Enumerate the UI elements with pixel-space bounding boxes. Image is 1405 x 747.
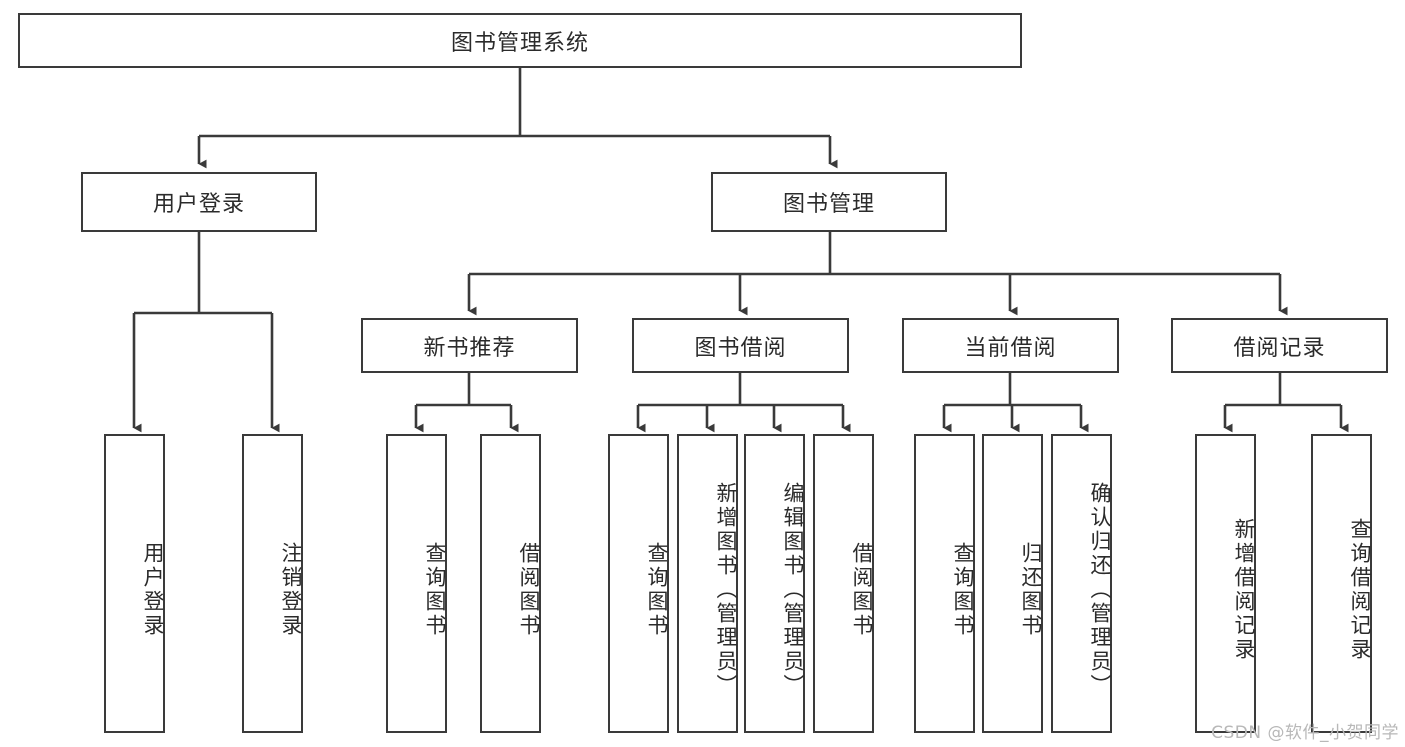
- node-leaf-add-borrow-record[interactable]: 新增借阅记录: [1195, 434, 1256, 733]
- node-leaf-edit-book[interactable]: 编辑图书（管理员）: [744, 434, 805, 733]
- node-borrow-record[interactable]: 借阅记录: [1171, 318, 1388, 373]
- node-leaf-query-borrow-record-label: 查询借阅记录: [1348, 517, 1372, 662]
- node-current-borrow-label: 当前借阅: [964, 335, 1057, 361]
- node-leaf-add-borrow-record-label: 新增借阅记录: [1232, 517, 1256, 662]
- node-book-borrow[interactable]: 图书借阅: [632, 318, 849, 373]
- node-leaf-edit-book-label: 编辑图书（管理员）: [781, 481, 805, 698]
- node-leaf-logout-login[interactable]: 注销登录: [242, 434, 303, 733]
- node-leaf-add-book[interactable]: 新增图书（管理员）: [677, 434, 738, 733]
- node-book-borrow-label: 图书借阅: [694, 335, 787, 361]
- node-leaf-logout-login-label: 注销登录: [279, 541, 303, 638]
- node-book-management[interactable]: 图书管理: [711, 172, 947, 232]
- node-leaf-query-book-3[interactable]: 查询图书: [914, 434, 975, 733]
- node-new-book-recommend-label: 新书推荐: [423, 335, 516, 361]
- node-leaf-query-book-1-label: 查询图书: [423, 541, 447, 638]
- watermark-text: CSDN @软件_小贺同学: [1211, 723, 1399, 743]
- node-leaf-query-borrow-record[interactable]: 查询借阅记录: [1311, 434, 1372, 733]
- node-root-label: 图书管理系统: [450, 30, 589, 56]
- node-leaf-return-book-label: 归还图书: [1019, 541, 1043, 638]
- node-user-login[interactable]: 用户登录: [81, 172, 317, 232]
- node-leaf-borrow-book-2[interactable]: 借阅图书: [813, 434, 874, 733]
- node-new-book-recommend[interactable]: 新书推荐: [361, 318, 578, 373]
- node-user-login-label: 用户登录: [152, 192, 245, 217]
- node-leaf-user-login-label: 用户登录: [141, 541, 165, 638]
- node-borrow-record-label: 借阅记录: [1233, 335, 1326, 361]
- node-leaf-confirm-return[interactable]: 确认归还（管理员）: [1051, 434, 1112, 733]
- node-leaf-user-login[interactable]: 用户登录: [104, 434, 165, 733]
- node-leaf-query-book-1[interactable]: 查询图书: [386, 434, 447, 733]
- node-leaf-borrow-book-2-label: 借阅图书: [850, 541, 874, 638]
- node-leaf-query-book-3-label: 查询图书: [951, 541, 975, 638]
- node-leaf-add-book-label: 新增图书（管理员）: [714, 481, 738, 698]
- node-leaf-borrow-book-1-label: 借阅图书: [517, 541, 541, 638]
- node-leaf-query-book-2-label: 查询图书: [645, 541, 669, 638]
- node-book-management-label: 图书管理: [782, 192, 875, 217]
- node-root[interactable]: 图书管理系统: [18, 13, 1022, 68]
- node-leaf-query-book-2[interactable]: 查询图书: [608, 434, 669, 733]
- node-current-borrow[interactable]: 当前借阅: [902, 318, 1119, 373]
- node-leaf-borrow-book-1[interactable]: 借阅图书: [480, 434, 541, 733]
- node-leaf-confirm-return-label: 确认归还（管理员）: [1088, 481, 1112, 698]
- node-leaf-return-book[interactable]: 归还图书: [982, 434, 1043, 733]
